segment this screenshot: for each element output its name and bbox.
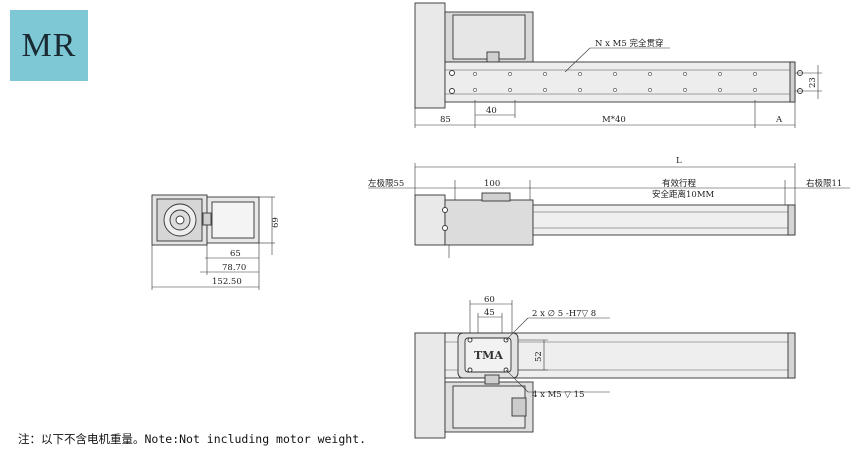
- rail-mount-hole: [578, 88, 582, 92]
- rail-mount-hole: [753, 88, 757, 92]
- bottom-end-block: [414, 332, 446, 439]
- slider-hole: [467, 337, 473, 343]
- slider-hole: [467, 367, 473, 373]
- dim-23: 23: [808, 77, 818, 88]
- side-carriage: [444, 199, 534, 246]
- right-limit-label: 右极限11: [806, 178, 842, 189]
- model-badge: MR: [10, 10, 88, 81]
- rail-mount-hole: [718, 72, 722, 76]
- dim-m40: M*40: [602, 115, 626, 125]
- dim-60: 60: [484, 295, 495, 305]
- dim-78-70: 78.70: [222, 263, 246, 273]
- dim-65: 65: [230, 249, 241, 259]
- rail-mount-hole: [543, 72, 547, 76]
- end-connector: [202, 212, 212, 226]
- side-rail-end: [787, 204, 796, 236]
- top-rail: [444, 61, 796, 103]
- pin-note: 2 x ∅ 5 -H7▽ 8: [532, 309, 596, 319]
- dim-l: L: [676, 156, 682, 166]
- stroke-label: 有效行程: [662, 178, 697, 189]
- bottom-connector: [511, 397, 527, 417]
- rail-mount-hole: [683, 88, 687, 92]
- model-badge-label: MR: [21, 26, 77, 64]
- rail-mount-hole: [648, 88, 652, 92]
- hole-leader: [564, 47, 591, 73]
- top-view: N x M5 完全贯穿 85 M*40 A 40 23: [414, 2, 822, 128]
- bottom-rail-end: [787, 332, 796, 379]
- rail-mount-hole: [648, 72, 652, 76]
- side-screw: [442, 225, 448, 231]
- dim-85: 85: [440, 115, 451, 125]
- dim-152-50: 152.50: [212, 277, 242, 287]
- footnote: 注：以下不含电机重量。Note:Not including motor weig…: [18, 432, 367, 446]
- dim-40: 40: [486, 106, 497, 116]
- rail-mount-hole: [578, 72, 582, 76]
- top-screw: [449, 70, 455, 76]
- rail-mount-hole: [473, 72, 477, 76]
- tap-leader: [505, 369, 529, 393]
- dim-45: 45: [484, 308, 495, 318]
- left-limit-label: 左极限55: [368, 178, 404, 189]
- dim-100: 100: [484, 179, 500, 189]
- rail-mount-hole: [543, 88, 547, 92]
- hole-note: N x M5 完全贯穿: [595, 38, 663, 49]
- end-rail-inner: [211, 201, 255, 239]
- rail-mount-hole: [508, 72, 512, 76]
- top-coupling: [486, 51, 500, 63]
- rail-mount-hole: [683, 72, 687, 76]
- rail-mount-hole: [473, 88, 477, 92]
- top-rail-end: [789, 61, 796, 103]
- tap-note: 4 x M5 ▽ 15: [532, 390, 584, 400]
- dim-52: 52: [534, 351, 544, 362]
- end-motor-bore: [175, 215, 185, 225]
- rail-mount-hole: [508, 88, 512, 92]
- side-screw: [442, 207, 448, 213]
- bottom-slider-inner: [464, 337, 512, 373]
- top-end-block: [414, 2, 446, 109]
- rail-mount-hole: [613, 88, 617, 92]
- rail-mount-hole: [753, 72, 757, 76]
- side-end-block: [414, 194, 446, 246]
- pin-leader: [505, 317, 529, 341]
- bottom-coupling: [484, 374, 500, 385]
- top-screw: [449, 88, 455, 94]
- rail-mount-hole: [718, 88, 722, 92]
- side-rail: [532, 204, 796, 236]
- rail-mount-hole: [613, 72, 617, 76]
- dim-a: A: [775, 115, 783, 125]
- safety-label: 安全距离10MM: [652, 189, 715, 200]
- brand-logo: TMA: [474, 349, 503, 362]
- end-view: 69 65 78.70 152.50: [151, 194, 281, 290]
- side-motor-flange: [481, 192, 511, 202]
- bottom-view: 60 45 TMA 2 x ∅ 5 -H7▽ 8: [414, 295, 796, 439]
- top-hole-rows: [473, 72, 757, 92]
- side-view: L 左极限55 右极限11 100 有效行程 安全距离10MM: [368, 156, 850, 258]
- dim-69: 69: [271, 217, 281, 228]
